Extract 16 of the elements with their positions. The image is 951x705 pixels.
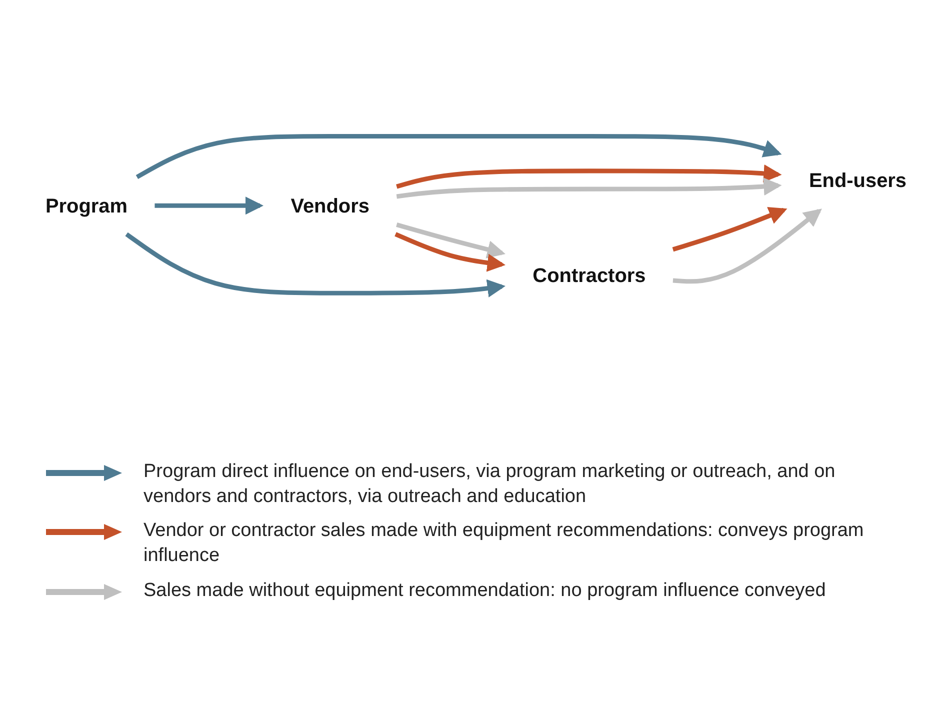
arrow	[396, 164, 782, 189]
arrow	[124, 232, 505, 298]
arrow	[135, 134, 782, 180]
arrow	[672, 207, 787, 252]
node-label: Program	[44, 194, 128, 218]
node-label: Vendors	[290, 194, 369, 218]
node-label: Contractors	[532, 264, 646, 286]
arrow	[396, 222, 505, 258]
node-label: End-users	[808, 168, 906, 192]
legend-text: Vendor or contractor sales made with equipment recommendations: conveys program influence	[144, 519, 865, 568]
arrow	[396, 178, 782, 199]
arrow	[394, 232, 505, 272]
legend-text: Sales made without equipment recommendation: no program influence conveyed	[144, 578, 826, 603]
arrow	[672, 208, 822, 284]
legend-text: Program direct influence on end-users, via program marketing or outreach, and on vendors and contractors, via outreach and education	[144, 460, 836, 509]
arrow	[154, 196, 264, 215]
